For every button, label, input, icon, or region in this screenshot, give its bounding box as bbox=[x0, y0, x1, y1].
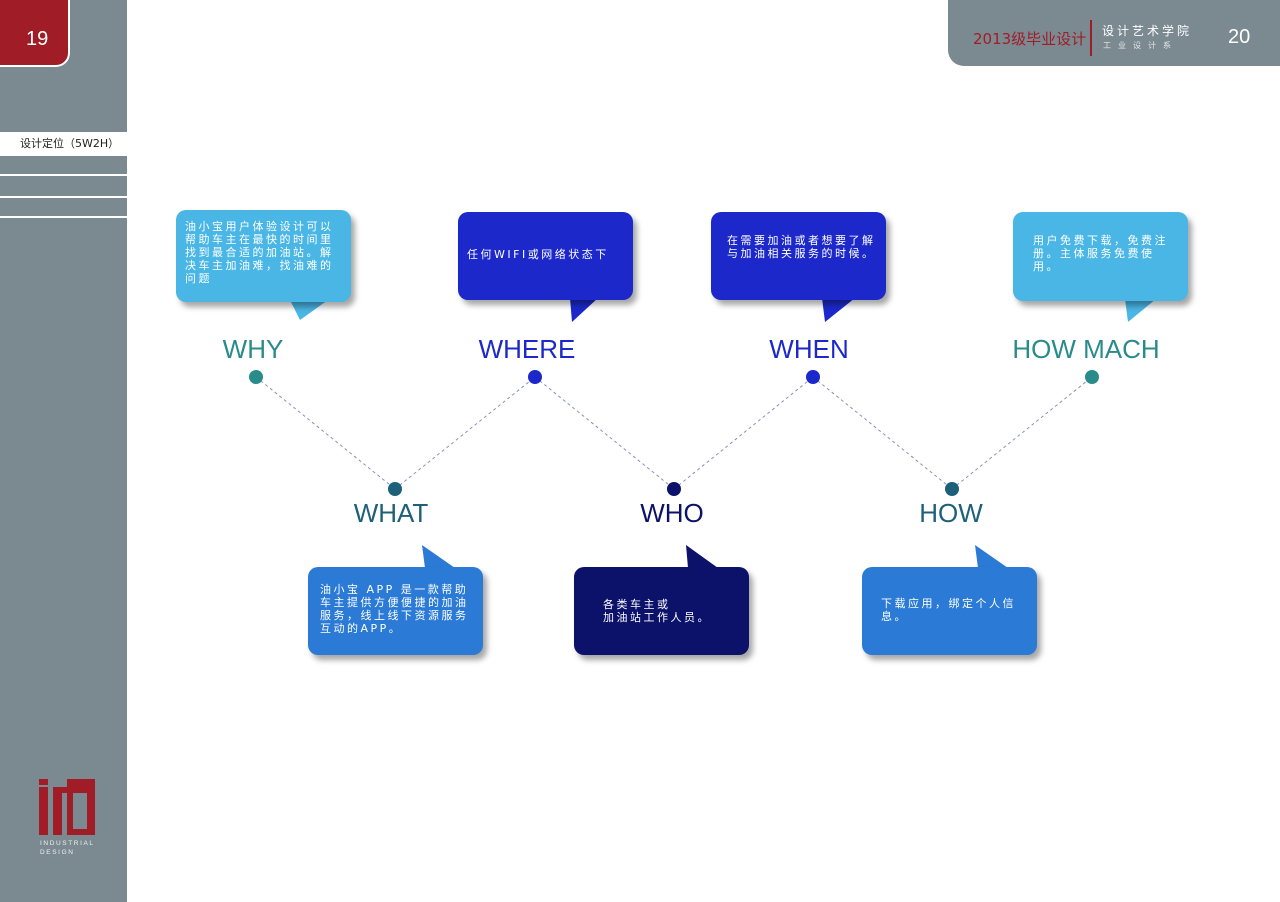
node-who-dot bbox=[667, 482, 681, 496]
node-howmuch-dot bbox=[1085, 370, 1099, 384]
bubble-tail-when bbox=[822, 298, 855, 322]
node-how-dot bbox=[945, 482, 959, 496]
id-logo-icon bbox=[39, 779, 95, 835]
node-why-dot bbox=[249, 370, 263, 384]
connector-what-where bbox=[394, 376, 536, 490]
connector-why-what bbox=[255, 376, 396, 490]
bubble-when: 在需要加油或者想要了解与加油相关服务的时候。 bbox=[711, 212, 886, 300]
header-divider bbox=[1090, 20, 1092, 56]
label-how: HOW bbox=[919, 498, 983, 528]
label-who: WHO bbox=[640, 498, 704, 528]
sidebar-divider bbox=[0, 216, 127, 218]
bubble-where: 任何WIFI或网络状态下 bbox=[458, 212, 633, 300]
header-school: 设计艺术学院 bbox=[1102, 24, 1193, 38]
left-page-number-badge: 19 bbox=[0, 0, 70, 67]
bubble-tail-what bbox=[422, 545, 455, 568]
bubble-how-text: 下载应用，绑定个人信息。 bbox=[881, 597, 1016, 623]
bubble-when-text: 在需要加油或者想要了解与加油相关服务的时候。 bbox=[727, 234, 876, 260]
header-year: 2013级毕业设计 bbox=[973, 30, 1087, 48]
sidebar-divider bbox=[0, 174, 127, 176]
header-department: 工业设计系 bbox=[1103, 41, 1178, 50]
label-what: WHAT bbox=[353, 498, 429, 528]
label-why: WHY bbox=[222, 334, 284, 364]
connector-who-when bbox=[673, 376, 814, 490]
connector-where-who bbox=[534, 376, 675, 490]
bubble-how: 下载应用，绑定个人信息。 bbox=[862, 567, 1037, 655]
node-when-dot bbox=[806, 370, 820, 384]
bubble-tail-who bbox=[686, 545, 718, 568]
bubble-tail-where bbox=[570, 298, 598, 322]
bubble-what-text: 油小宝 APP 是一款帮助车主提供方便便捷的加油服务，线上线下资源服务互动的AP… bbox=[320, 583, 469, 635]
bubble-tail-why bbox=[290, 300, 328, 320]
connector-when-how bbox=[812, 376, 953, 490]
bubble-why: 油小宝用户体验设计可以帮助车主在最快的时间里找到最合适的加油站。解决车主加油难，… bbox=[176, 210, 351, 302]
label-where: WHERE bbox=[478, 334, 576, 364]
bubble-what: 油小宝 APP 是一款帮助车主提供方便便捷的加油服务，线上线下资源服务互动的AP… bbox=[308, 567, 483, 655]
logo-caption: INDUSTRIAL DESIGN bbox=[40, 840, 95, 856]
bubble-where-text: 任何WIFI或网络状态下 bbox=[467, 248, 609, 261]
bubble-howmuch-text: 用户免费下载，免费注册。主体服务免费使用。 bbox=[1033, 234, 1168, 273]
bubble-howmuch: 用户免费下载，免费注册。主体服务免费使用。 bbox=[1013, 212, 1188, 301]
page-header: 2013级毕业设计 设计艺术学院 工业设计系 20 bbox=[948, 0, 1280, 66]
bubble-who-text: 各类车主或 加油站工作人员。 bbox=[603, 598, 711, 624]
node-what-dot bbox=[388, 482, 402, 496]
bubble-tail-howmuch bbox=[1125, 299, 1156, 322]
label-howmuch: HOW MACH bbox=[1012, 334, 1160, 364]
left-page-number: 19 bbox=[26, 28, 49, 50]
section-title: 设计定位（5W2H） bbox=[0, 132, 127, 156]
node-where-dot bbox=[528, 370, 542, 384]
bubble-tail-how bbox=[975, 545, 1008, 568]
bubble-why-text: 油小宝用户体验设计可以帮助车主在最快的时间里找到最合适的加油站。解决车主加油难，… bbox=[185, 220, 334, 285]
right-page-number: 20 bbox=[1228, 26, 1251, 48]
sidebar-divider bbox=[0, 196, 127, 198]
connector-how-howmuch bbox=[951, 376, 1093, 490]
bubble-who: 各类车主或 加油站工作人员。 bbox=[574, 567, 749, 655]
label-when: WHEN bbox=[769, 334, 849, 364]
